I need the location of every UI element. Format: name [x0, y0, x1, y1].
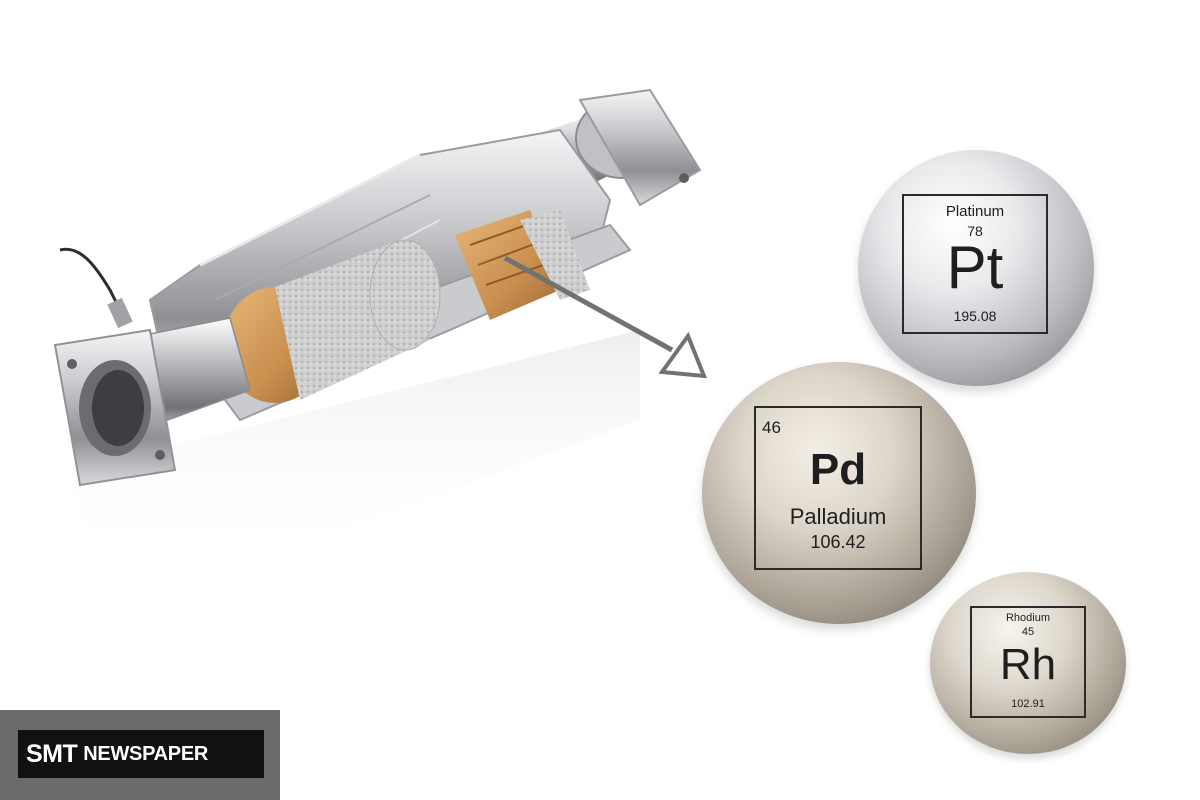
element-symbol: Rh	[999, 640, 1057, 689]
atomic-mass: 106.42	[810, 532, 866, 552]
watermark-part1: SMT	[26, 739, 78, 768]
atomic-mass: 195.08	[953, 308, 997, 324]
reflection	[70, 330, 640, 560]
element-name: Palladium	[789, 504, 887, 529]
element-symbol: Pt	[946, 234, 1004, 301]
atomic-mass: 102.91	[1011, 698, 1045, 710]
catalyst-core	[223, 210, 590, 403]
element-name: Platinum	[945, 203, 1005, 220]
inlet-pipe	[53, 247, 251, 487]
watermark-part2: NEWSPAPER	[83, 742, 209, 765]
palladium-sphere: 46 Pd Palladium 106.42	[702, 362, 976, 624]
arrow-icon	[503, 255, 708, 379]
rhodium-sphere: Rhodium 45 Rh 102.91	[930, 572, 1126, 754]
atomic-number: 45	[1021, 626, 1035, 638]
element-symbol: Pd	[809, 445, 867, 494]
atomic-number: 46	[762, 418, 781, 437]
element-tile-palladium: 46 Pd Palladium 106.42	[754, 406, 922, 570]
watermark-bar: SMT NEWSPAPER	[0, 710, 280, 800]
element-name: Rhodium	[1005, 612, 1051, 624]
platinum-sphere: Platinum 78 Pt 195.08	[858, 150, 1094, 386]
element-tile-platinum: Platinum 78 Pt 195.08	[902, 194, 1048, 334]
element-tile-rhodium: Rhodium 45 Rh 102.91	[970, 606, 1086, 718]
watermark-logo: SMT NEWSPAPER	[18, 730, 264, 778]
atomic-number: 78	[967, 223, 983, 239]
